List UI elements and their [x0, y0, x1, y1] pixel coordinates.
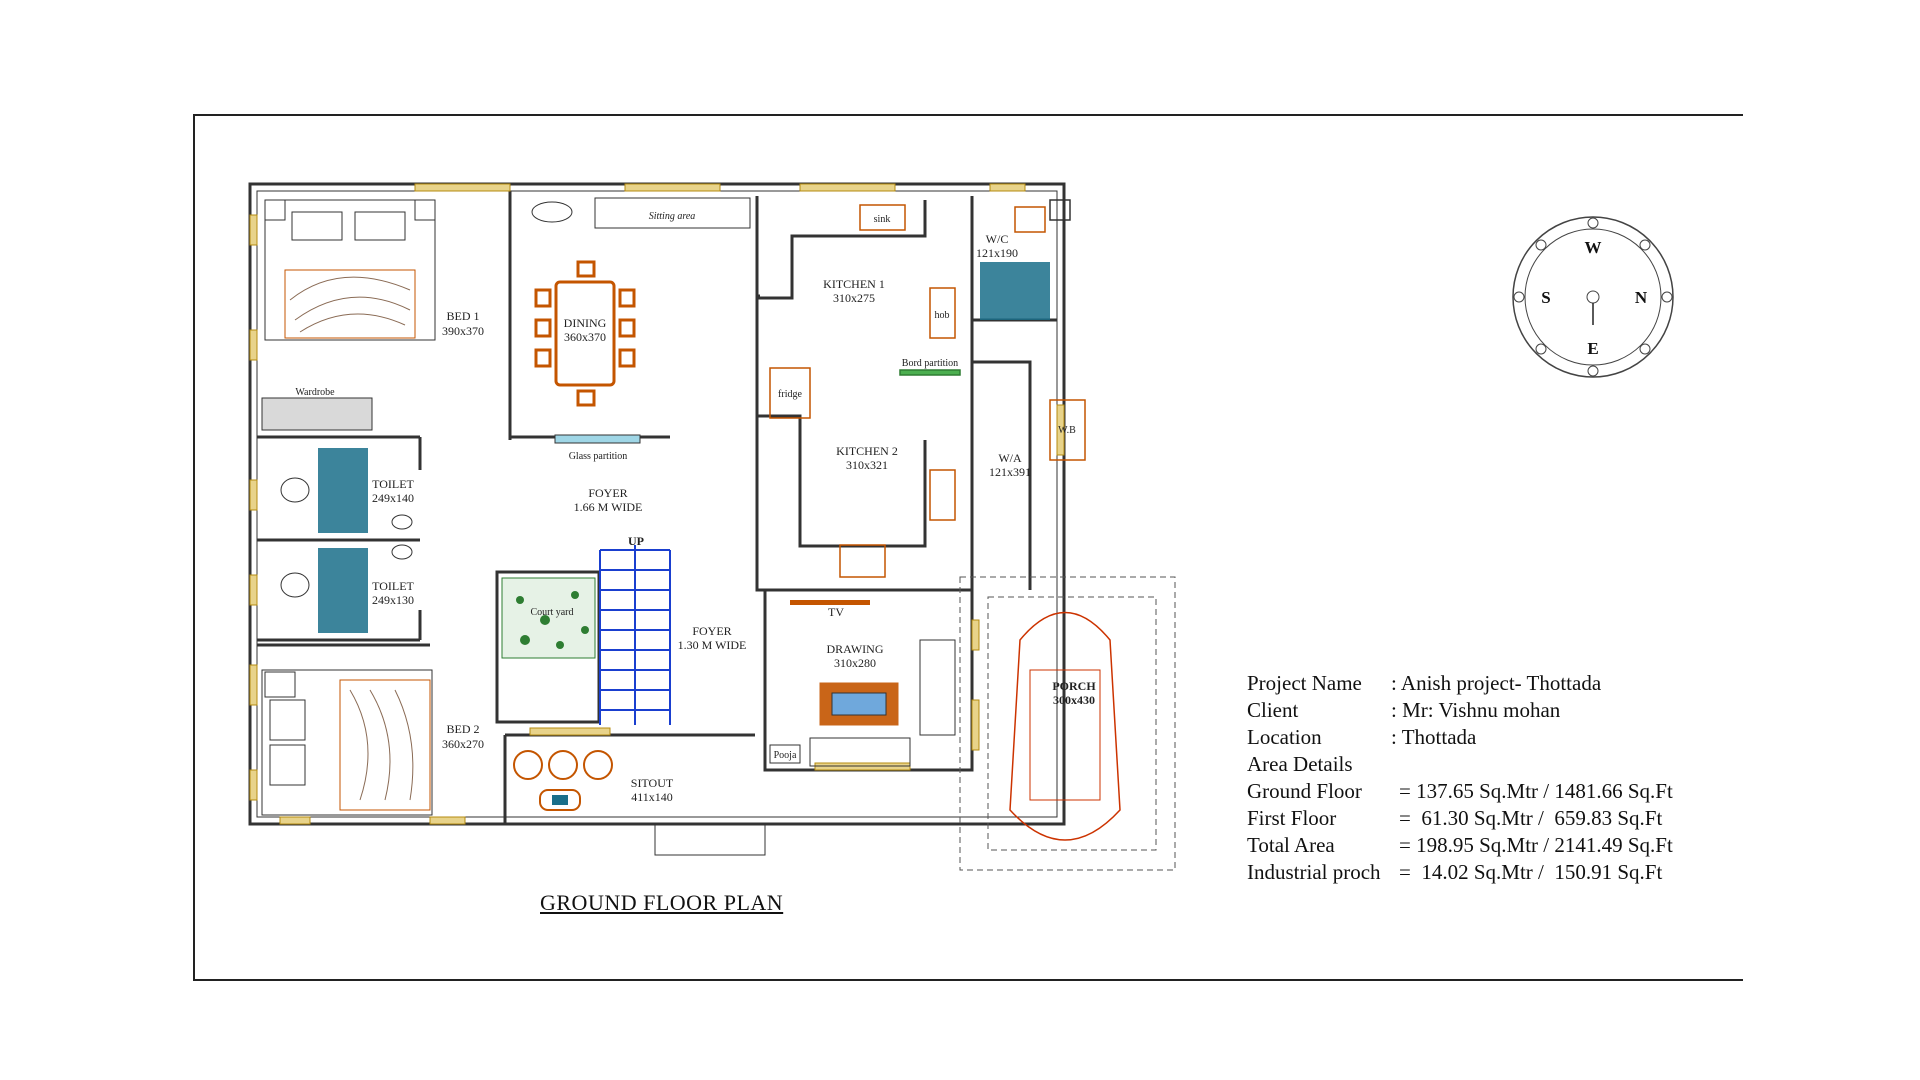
- porch-name: PORCH: [1052, 679, 1096, 693]
- kitchen2-name: KITCHEN 2: [836, 444, 898, 458]
- porch: [959, 576, 1176, 871]
- toilet1-size: 249x140: [372, 491, 414, 505]
- fridge-label: fridge: [778, 389, 802, 400]
- bed2-name: BED 2: [447, 722, 480, 736]
- area-row-ground: Ground Floor = 137.65 Sq.Mtr / 1481.66 S…: [1247, 778, 1673, 805]
- location-row: Location : Thottada: [1247, 724, 1673, 751]
- compass-s: S: [1541, 288, 1550, 307]
- foyer2-name: FOYER: [692, 624, 731, 638]
- compass-e: E: [1587, 339, 1598, 358]
- client-label: Client: [1247, 698, 1299, 722]
- location-label: Location: [1247, 725, 1322, 749]
- drawing-size: 310x280: [834, 656, 876, 670]
- dining-size: 360x370: [564, 330, 606, 344]
- drawing-name: DRAWING: [826, 642, 883, 656]
- toilet2-name: TOILET: [372, 579, 414, 593]
- hob-label: hob: [935, 310, 950, 321]
- drawing-furniture: [769, 600, 956, 767]
- area-row-first: First Floor = 61.30 Sq.Mtr / 659.83 Sq.F…: [1247, 805, 1673, 832]
- sitting-area: [531, 197, 751, 444]
- drawing-sheet: [193, 114, 1743, 981]
- area-value: = 137.65 Sq.Mtr / 1481.66 Sq.Ft: [1399, 779, 1673, 803]
- toilet2-size: 249x130: [372, 593, 414, 607]
- porch-size: 300x430: [1053, 693, 1095, 707]
- project-name-value: : Anish project- Thottada: [1391, 671, 1602, 695]
- compass-w: W: [1585, 238, 1602, 257]
- bed-2-furniture: [261, 669, 433, 816]
- client-value: : Mr: Vishnu mohan: [1391, 698, 1561, 722]
- project-name-label: Project Name: [1247, 671, 1362, 695]
- foyer1-name: FOYER: [588, 486, 627, 500]
- area-value: = 198.95 Sq.Mtr / 2141.49 Sq.Ft: [1399, 833, 1673, 857]
- kitchen-fixtures: [769, 199, 1086, 578]
- kitchen2-size: 310x321: [846, 458, 888, 472]
- area-label: Industrial proch: [1247, 860, 1381, 884]
- wardrobe-label: Wardrobe: [295, 387, 335, 398]
- kitchen1-size: 310x275: [833, 291, 875, 305]
- court-yard: [501, 577, 596, 659]
- area-row-porch: Industrial proch = 14.02 Sq.Mtr / 150.91…: [1247, 859, 1673, 886]
- staircase: [599, 545, 671, 725]
- toilet-fixtures: [280, 262, 1050, 633]
- area-value: = 61.30 Sq.Mtr / 659.83 Sq.Ft: [1399, 806, 1663, 830]
- client-row: Client : Mr: Vishnu mohan: [1247, 697, 1673, 724]
- wc-size: 121x190: [976, 246, 1018, 260]
- area-value: = 14.02 Sq.Mtr / 150.91 Sq.Ft: [1399, 860, 1663, 884]
- sitout-furniture: [513, 750, 766, 856]
- kitchen1-name: KITCHEN 1: [823, 277, 885, 291]
- project-details: Project Name : Anish project- Thottada C…: [1247, 670, 1673, 886]
- bord-partition-label: Bord partition: [902, 358, 958, 369]
- sink-label: sink: [874, 214, 891, 225]
- bed1-name: BED 1: [447, 309, 480, 323]
- dining-table: [534, 260, 636, 407]
- project-name-row: Project Name : Anish project- Thottada: [1247, 670, 1673, 697]
- wc-name: W/C: [986, 232, 1009, 246]
- dining-name: DINING: [564, 316, 607, 330]
- pooja-label: Pooja: [774, 750, 797, 761]
- plan-title: GROUND FLOOR PLAN: [540, 890, 784, 915]
- bed-1-furniture: [261, 199, 436, 431]
- area-label: Ground Floor: [1247, 779, 1362, 803]
- sitting-area-label: Sitting area: [649, 211, 696, 222]
- compass-n: N: [1635, 288, 1648, 307]
- foyer1-size: 1.66 M WIDE: [574, 500, 643, 514]
- tv-label: TV: [828, 605, 844, 619]
- foyer2-size: 1.30 M WIDE: [678, 638, 747, 652]
- wb-label: W.B: [1058, 425, 1076, 436]
- room-labels: BED 1 390x370 BED 2 360x270 TOILET 249x1…: [372, 232, 1096, 804]
- toilet1-name: TOILET: [372, 477, 414, 491]
- bed2-size: 360x270: [442, 737, 484, 751]
- stair-up-label: UP: [628, 534, 644, 548]
- area-heading-text: Area Details: [1247, 752, 1353, 776]
- sitout-size: 411x140: [631, 790, 673, 804]
- bed1-size: 390x370: [442, 324, 484, 338]
- wa-size: 121x391: [989, 465, 1031, 479]
- fixture-labels: Sitting area Wardrobe Glass partition Bo…: [295, 211, 1076, 761]
- location-value: : Thottada: [1391, 725, 1477, 749]
- area-heading: Area Details: [1247, 751, 1673, 778]
- area-row-total: Total Area = 198.95 Sq.Mtr / 2141.49 Sq.…: [1247, 832, 1673, 859]
- area-label: First Floor: [1247, 806, 1337, 830]
- glass-partition-label: Glass partition: [569, 451, 628, 462]
- court-yard-label: Court yard: [530, 607, 573, 618]
- area-label: Total Area: [1247, 833, 1335, 857]
- wa-name: W/A: [998, 451, 1022, 465]
- sitout-name: SITOUT: [631, 776, 674, 790]
- compass: W S N E: [1512, 216, 1674, 378]
